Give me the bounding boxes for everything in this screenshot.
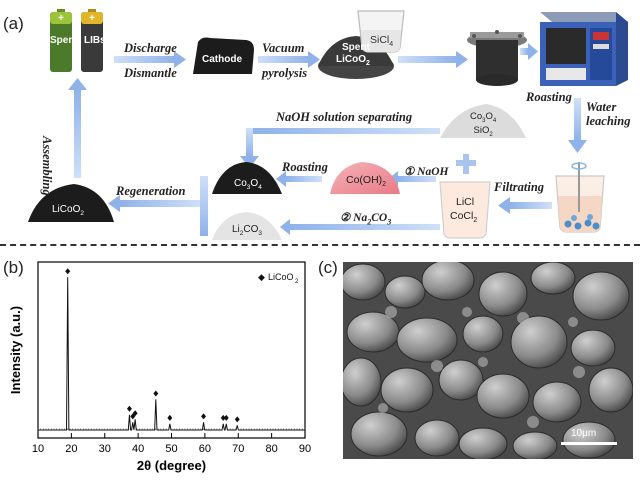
arrow-regeneration	[108, 195, 200, 212]
arrow-naoh-separating	[240, 128, 440, 168]
arrow-to-furnace	[520, 43, 538, 60]
x-tick-label: 80	[266, 443, 278, 455]
sem-image: 10μm	[343, 262, 633, 459]
peak-marker	[132, 410, 138, 417]
peak-marker	[153, 390, 159, 397]
label-water: Water	[586, 100, 617, 114]
label-step1-naoh: ① NaOH	[404, 166, 449, 178]
x-tick-label: 70	[232, 443, 244, 455]
cocl2-label: CoCl2	[450, 210, 478, 225]
x-axis-label: 2θ (degree)	[137, 458, 206, 473]
cathode-label: Cathode	[202, 54, 242, 65]
furnace-icon	[540, 12, 628, 86]
label-roasting-mid: Roasting	[282, 160, 328, 174]
battery-label-right: LIBs	[84, 35, 106, 46]
peak-marker	[201, 413, 207, 420]
label-pyrolysis: pyrolysis	[262, 66, 308, 80]
arrow-water-leaching	[568, 98, 587, 153]
label-vacuum: Vacuum	[262, 41, 305, 55]
co3o4-pile	[212, 162, 282, 194]
x-tick-label: 50	[165, 443, 177, 455]
arrow-discharge	[114, 51, 186, 68]
x-tick-label: 90	[299, 443, 311, 455]
licl-beaker-icon	[439, 181, 491, 239]
beaker-icon	[357, 10, 405, 53]
x-tick-label: 10	[32, 443, 44, 455]
label-roasting-top: Roasting	[526, 90, 572, 104]
label-naoh-separating: NaOH solution separating	[276, 110, 413, 124]
arrow-to-reactor	[398, 51, 468, 68]
licoo2-regen-pile	[28, 184, 114, 222]
arrow-assembling	[68, 78, 87, 178]
arrow-plus-up	[456, 154, 476, 174]
x-tick-label: 60	[199, 443, 211, 455]
y-axis-label: Intensity (a.u.)	[8, 306, 23, 394]
panel-divider	[0, 244, 640, 246]
panel-label-a: (a)	[3, 14, 24, 33]
legend-label: LiCoO	[268, 272, 294, 282]
svg-text:+: +	[58, 13, 64, 24]
coh2-pile	[330, 162, 400, 194]
label-dismantle: Dismantle	[124, 66, 177, 80]
label-discharge: Discharge	[124, 41, 177, 55]
legend-marker: ◆	[258, 272, 265, 282]
sem-particles	[343, 262, 633, 459]
x-tick-label: 20	[65, 443, 77, 455]
co3o4-sio2-pile	[440, 104, 526, 138]
licoo2-regen-label: LiCoO2	[52, 204, 84, 217]
co3o4-sio2-label: Co3O4 SiO2	[470, 111, 497, 138]
cathode-pile	[193, 37, 254, 74]
x-tick-label: 40	[132, 443, 144, 455]
label-filtrating: Filtrating	[494, 180, 545, 194]
coh2-label: Co(OH)2	[346, 174, 387, 189]
label-step2-na2co3: ② Na2CO3	[340, 212, 392, 227]
scale-bar-label: 10μm	[571, 428, 597, 439]
svg-text:+: +	[89, 13, 95, 24]
li2co3-pile	[212, 212, 282, 240]
label-regeneration: Regeneration	[116, 184, 186, 198]
arrow-regeneration-bracket	[200, 176, 208, 236]
reactor-icon	[467, 30, 527, 86]
arrow-vacuum	[258, 51, 320, 68]
leaching-beaker-icon	[555, 162, 605, 233]
peak-marker	[167, 414, 173, 421]
battery-label-left: Spent	[50, 35, 78, 46]
peak-marker	[220, 414, 226, 421]
arrow-filtrating	[498, 197, 552, 214]
legend-label-sub: 2	[295, 279, 299, 285]
spent-licoo2-label: LiCoO2	[336, 54, 370, 67]
label-leaching: leaching	[586, 114, 631, 128]
spent-label: Spent	[342, 42, 370, 53]
peak-marker	[234, 416, 240, 423]
arrow-na2co3	[280, 219, 440, 235]
li2co3-label: Li2CO3	[232, 224, 263, 237]
plot-frame	[37, 261, 306, 439]
process-flow-diagram: + +	[28, 9, 628, 240]
peak-marker	[126, 405, 132, 412]
peak-marker	[65, 268, 71, 275]
licl-label: LiCl	[456, 196, 475, 208]
peak-marker	[223, 414, 229, 421]
battery-icon: + +	[50, 9, 103, 72]
x-tick-label: 30	[99, 443, 111, 455]
panel-label-c: (c)	[318, 258, 338, 277]
panel-label-b: (b)	[3, 258, 24, 277]
xrd-series-line	[38, 277, 305, 431]
sicl4-label: SiCl4	[370, 34, 394, 49]
co3o4-label: Co3O4	[234, 178, 262, 191]
xrd-chart: 10 20 30 40 50 60 70 80 90 2θ (degree) Intensity (…	[8, 261, 311, 473]
arrow-roasting-mid	[276, 171, 322, 187]
label-assembling: Assembling	[40, 136, 54, 196]
